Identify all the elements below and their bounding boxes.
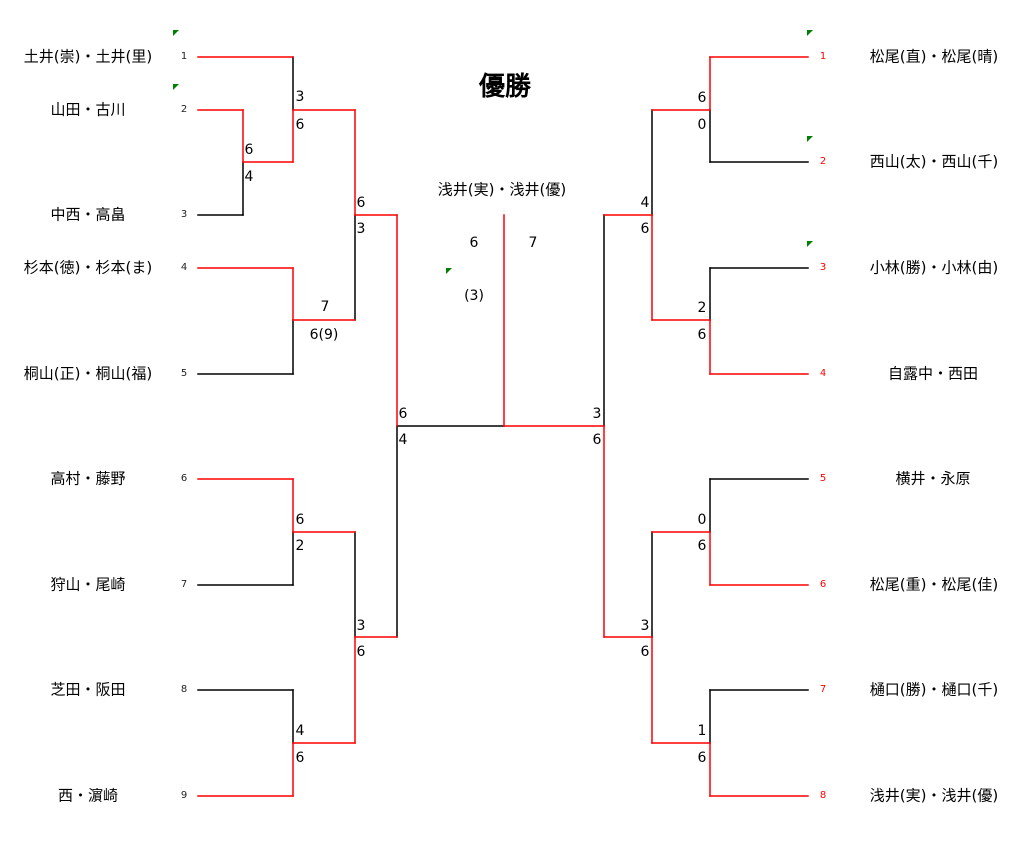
match-score: 4 <box>398 432 408 448</box>
entry-name: 西・濵崎 <box>57 786 119 805</box>
entry-name: 桐山(正)・桐山(福) <box>23 364 153 383</box>
entry-name: 浅井(実)・浅井(優) <box>869 786 999 805</box>
match-score: 3 <box>592 406 602 422</box>
match-score: 2 <box>697 300 707 316</box>
match-score: 1 <box>697 723 707 739</box>
match-score: 6 <box>398 406 408 422</box>
match-score: 6 <box>295 512 305 528</box>
seed-number: 7 <box>819 684 827 695</box>
seed-number: 4 <box>819 368 827 379</box>
match-score: 4 <box>244 169 254 185</box>
entry-name: 高村・藤野 <box>50 469 126 488</box>
match-score: 6 <box>244 142 254 158</box>
match-score: 0 <box>697 512 707 528</box>
champion-name: 浅井(実)・浅井(優) <box>437 180 567 199</box>
comment-marker-icon <box>173 30 179 36</box>
match-score: 4 <box>295 723 305 739</box>
seed-number: 1 <box>819 51 827 62</box>
seed-number: 2 <box>180 104 188 115</box>
match-score: 4 <box>640 195 650 211</box>
match-score: 6 <box>295 750 305 766</box>
match-score: 2 <box>295 538 305 554</box>
entry-name: 松尾(重)・松尾(佳) <box>869 575 999 594</box>
entry-name: 中西・高畠 <box>50 205 126 224</box>
entry-name: 杉本(徳)・杉本(ま) <box>23 258 153 277</box>
entry-name: 狩山・尾崎 <box>50 575 126 594</box>
seed-number: 5 <box>819 473 827 484</box>
final-score-right: 7 <box>528 235 538 251</box>
match-score: 6 <box>295 117 305 133</box>
match-score: 6 <box>697 750 707 766</box>
comment-marker-icon <box>807 241 813 247</box>
comment-marker-icon <box>807 136 813 142</box>
match-score: 6 <box>356 644 366 660</box>
match-score: 3 <box>356 618 366 634</box>
match-score: 0 <box>697 117 707 133</box>
seed-number: 1 <box>180 51 188 62</box>
seed-number: 3 <box>819 262 827 273</box>
match-score: 6 <box>640 644 650 660</box>
entry-name: 西山(太)・西山(千) <box>869 152 999 171</box>
entry-name: 松尾(直)・松尾(晴) <box>869 47 999 66</box>
match-score: 7 <box>320 299 330 315</box>
match-score: 6(9) <box>309 327 339 343</box>
match-score: 3 <box>295 89 305 105</box>
comment-marker-icon <box>446 268 452 274</box>
seed-number: 6 <box>819 579 827 590</box>
seed-number: 9 <box>180 790 188 801</box>
match-score: 3 <box>356 221 366 237</box>
entry-name: 芝田・阪田 <box>50 680 126 699</box>
entry-name: 小林(勝)・小林(由) <box>869 258 999 277</box>
match-score: 6 <box>640 221 650 237</box>
seed-number: 8 <box>819 790 827 801</box>
match-score: 3 <box>640 618 650 634</box>
seed-number: 8 <box>180 684 188 695</box>
seed-number: 7 <box>180 579 188 590</box>
comment-marker-icon <box>807 30 813 36</box>
entry-name: 樋口(勝)・樋口(千) <box>869 680 999 699</box>
match-score: 6 <box>356 195 366 211</box>
match-score: 6 <box>697 327 707 343</box>
entry-name: 自露中・西田 <box>887 364 979 383</box>
entry-name: 土井(崇)・土井(里) <box>23 47 153 66</box>
match-score: 6 <box>592 432 602 448</box>
final-tiebreak: (3) <box>464 288 484 304</box>
seed-number: 5 <box>180 368 188 379</box>
final-score-left: 6 <box>469 235 479 251</box>
entry-name: 横井・永原 <box>895 469 971 488</box>
seed-number: 4 <box>180 262 188 273</box>
seed-number: 6 <box>180 473 188 484</box>
match-score: 6 <box>697 538 707 554</box>
match-score: 6 <box>697 90 707 106</box>
comment-marker-icon <box>173 84 179 90</box>
seed-number: 2 <box>819 156 827 167</box>
page-title: 優勝 <box>478 72 532 102</box>
seed-number: 3 <box>180 209 188 220</box>
entry-name: 山田・古川 <box>50 100 126 119</box>
